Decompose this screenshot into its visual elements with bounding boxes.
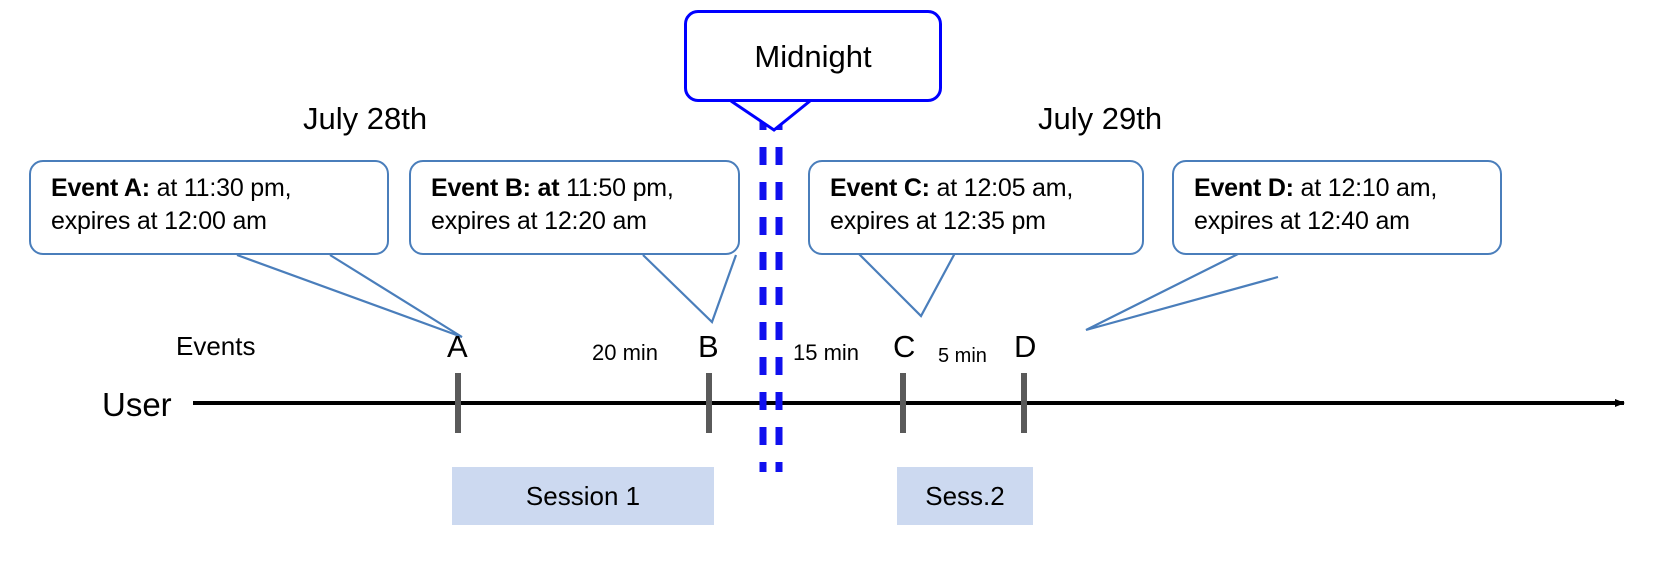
interval-label-bc: 15 min xyxy=(793,340,860,365)
tick-label-b: B xyxy=(698,329,719,364)
session-block-2[interactable]: Sess.2 xyxy=(897,467,1033,525)
midnight-divider-line xyxy=(759,112,783,472)
date-label-right: July 29th xyxy=(1038,101,1163,136)
interval-label-ab: 20 min xyxy=(592,340,659,365)
callout-event-b-line1: Event B: at 11:50 pm, xyxy=(431,172,724,205)
tick-label-d: D xyxy=(1014,329,1037,364)
callout-event-b[interactable]: Event B: at 11:50 pm, expires at 12:20 a… xyxy=(409,160,740,255)
callout-d-tail xyxy=(1085,252,1279,332)
callout-event-b-time: 11:50 pm, xyxy=(559,174,674,202)
callout-event-a-title: Event A: xyxy=(51,174,150,202)
callout-event-c-title: Event C: xyxy=(830,174,930,202)
callout-event-c[interactable]: Event C: at 12:05 am, expires at 12:35 p… xyxy=(808,160,1144,255)
callout-event-c-line2: expires at 12:35 pm xyxy=(830,207,1046,235)
callout-b-tail xyxy=(642,254,738,324)
row-label-events: Events xyxy=(176,331,256,361)
callout-event-d-time: at 12:10 am, xyxy=(1293,174,1438,202)
tick-mark-b xyxy=(706,373,712,433)
callout-event-d-line2: expires at 12:40 am xyxy=(1194,207,1410,235)
callout-c-tail xyxy=(857,252,956,318)
callout-event-d[interactable]: Event D: at 12:10 am, expires at 12:40 a… xyxy=(1172,160,1502,255)
tick-label-c: C xyxy=(893,329,916,364)
interval-label-cd: 5 min xyxy=(938,345,987,367)
date-label-left: July 28th xyxy=(303,101,428,136)
tick-label-a: A xyxy=(447,329,468,364)
callout-event-a[interactable]: Event A: at 11:30 pm, expires at 12:00 a… xyxy=(29,160,389,255)
callout-event-c-time: at 12:05 am, xyxy=(929,174,1074,202)
callout-event-b-title: Event B: at xyxy=(431,174,560,202)
midnight-callout[interactable]: Midnight xyxy=(684,10,942,102)
session-block-2-label: Sess.2 xyxy=(925,480,1005,511)
session-block-1-label: Session 1 xyxy=(525,480,641,511)
row-label-user: User xyxy=(102,386,172,423)
midnight-callout-pointer xyxy=(730,99,811,132)
callout-event-b-line2: expires at 12:20 am xyxy=(431,207,647,235)
callout-event-d-title: Event D: xyxy=(1194,174,1294,202)
callout-event-c-line1: Event C: at 12:05 am, xyxy=(830,172,1128,205)
callout-event-a-time: at 11:30 pm, xyxy=(149,174,292,202)
tick-mark-a xyxy=(455,373,461,433)
midnight-callout-label: Midnight xyxy=(754,38,872,74)
session-block-1[interactable]: Session 1 xyxy=(452,467,714,525)
tick-mark-c xyxy=(900,373,906,433)
callout-event-a-line1: Event A: at 11:30 pm, xyxy=(51,172,373,205)
callout-event-d-line1: Event D: at 12:10 am, xyxy=(1194,172,1486,205)
callout-event-a-line2: expires at 12:00 am xyxy=(51,207,267,235)
tick-mark-d xyxy=(1021,373,1027,433)
callout-a-tail xyxy=(236,253,463,339)
